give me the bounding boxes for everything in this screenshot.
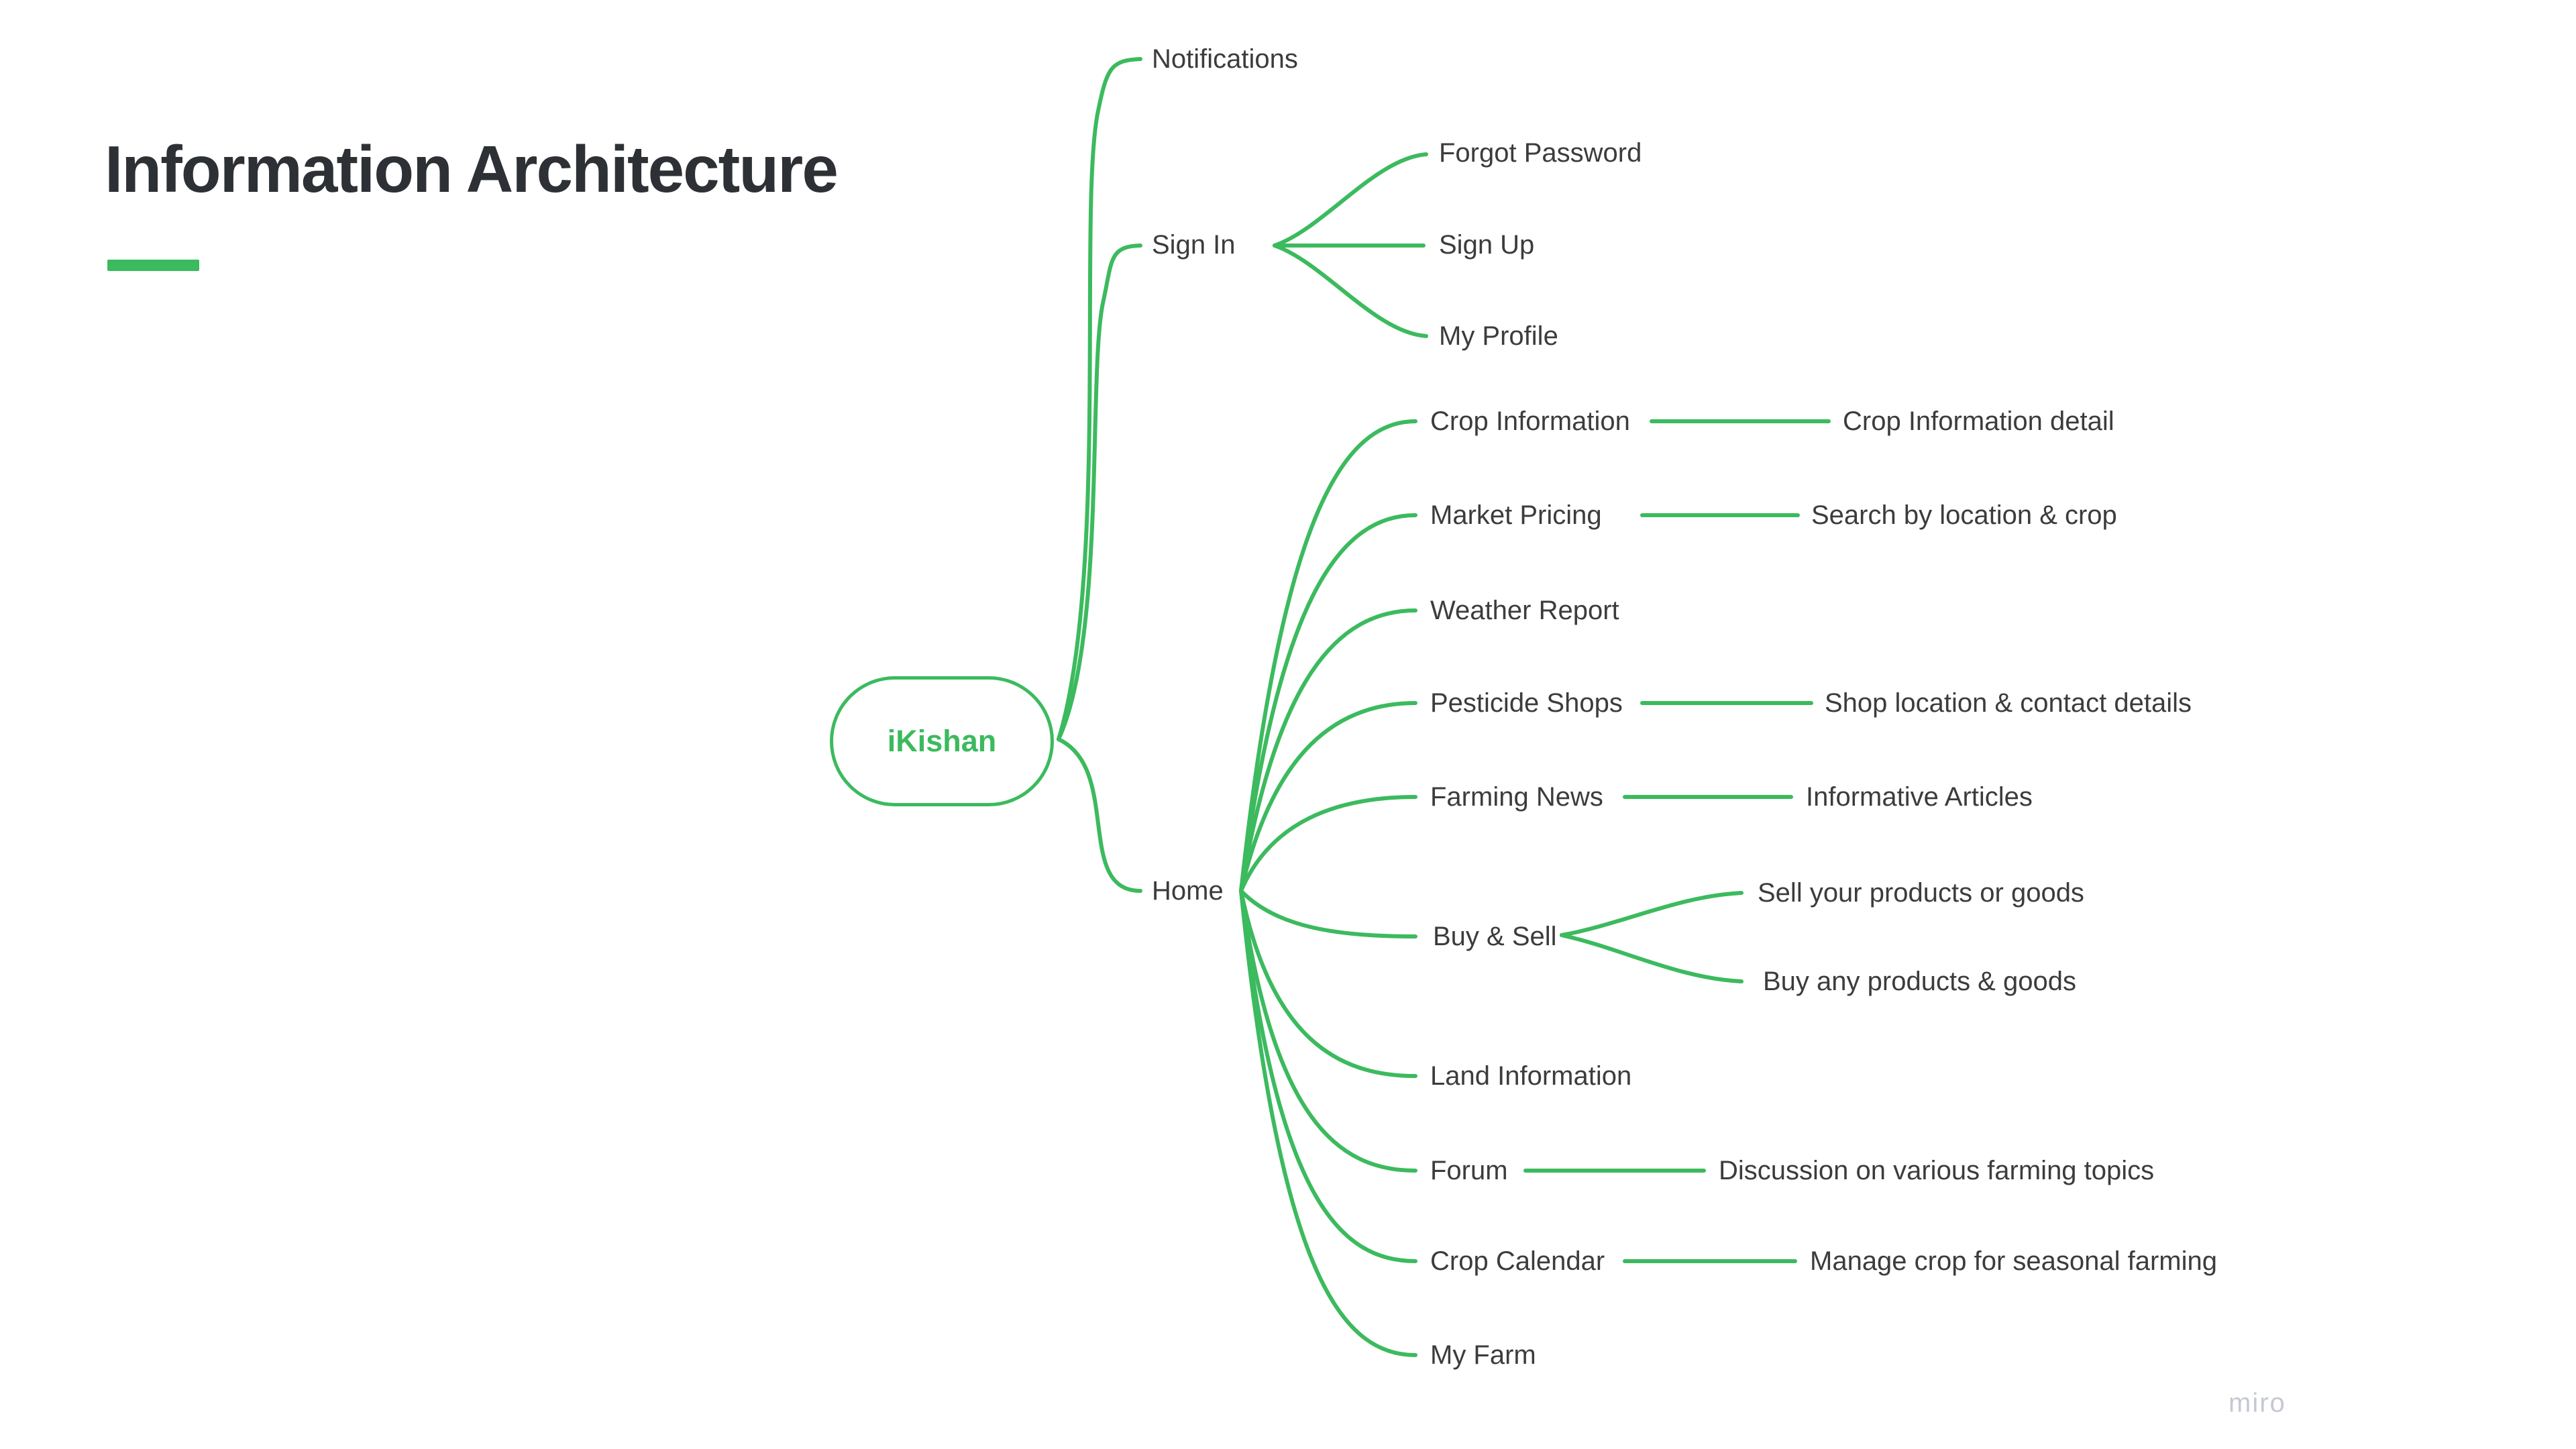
node-buy-any-products[interactable]: Buy any products & goods xyxy=(1763,967,2076,996)
edge-signin-my-profile xyxy=(1273,244,1428,338)
edge-home-crop-information xyxy=(1239,419,1417,893)
edge-home-pesticide-shops xyxy=(1239,701,1417,893)
node-buy-and-sell[interactable]: Buy & Sell xyxy=(1433,922,1557,951)
node-crop-information[interactable]: Crop Information xyxy=(1430,407,1630,436)
edge-home-market-pricing xyxy=(1239,513,1417,893)
edge-buysell-sell-products xyxy=(1560,891,1743,937)
title-underline-dash xyxy=(107,260,199,271)
node-sign-in[interactable]: Sign In xyxy=(1152,230,1236,260)
edge-home-land-information xyxy=(1239,889,1417,1078)
edge-buysell-buy-products xyxy=(1560,933,1743,983)
edge-home-forum xyxy=(1239,889,1417,1173)
node-my-profile[interactable]: My Profile xyxy=(1439,321,1558,351)
miro-watermark: miro xyxy=(2229,1388,2286,1418)
edge-root-sign-in xyxy=(1057,244,1142,741)
node-sell-your-products[interactable]: Sell your products or goods xyxy=(1758,878,2084,908)
node-weather-report[interactable]: Weather Report xyxy=(1430,596,1619,625)
node-market-pricing[interactable]: Market Pricing xyxy=(1430,500,1602,530)
node-shop-location-contact[interactable]: Shop location & contact details xyxy=(1825,688,2192,718)
node-my-farm[interactable]: My Farm xyxy=(1430,1340,1536,1370)
node-pesticide-shops[interactable]: Pesticide Shops xyxy=(1430,688,1623,718)
node-farming-news[interactable]: Farming News xyxy=(1430,782,1603,812)
node-manage-crop-seasonal[interactable]: Manage crop for seasonal farming xyxy=(1810,1246,2217,1276)
node-search-by-location-crop[interactable]: Search by location & crop xyxy=(1811,500,2117,530)
node-crop-calendar[interactable]: Crop Calendar xyxy=(1430,1246,1605,1276)
root-node-ikishan[interactable]: iKishan xyxy=(830,676,1054,806)
node-notifications[interactable]: Notifications xyxy=(1152,44,1298,74)
edge-root-home xyxy=(1057,737,1142,893)
node-home[interactable]: Home xyxy=(1152,876,1224,906)
node-informative-articles[interactable]: Informative Articles xyxy=(1806,782,2033,812)
node-land-information[interactable]: Land Information xyxy=(1430,1061,1632,1091)
node-forgot-password[interactable]: Forgot Password xyxy=(1439,138,1642,168)
edge-signin-forgot-password xyxy=(1273,152,1428,248)
edge-home-my-farm xyxy=(1239,889,1417,1357)
edge-home-farming-news xyxy=(1239,795,1417,893)
node-sign-up[interactable]: Sign Up xyxy=(1439,230,1535,260)
page-title: Information Architecture xyxy=(105,132,839,206)
root-node-label: iKishan xyxy=(887,724,997,758)
node-discussion-farming-topics[interactable]: Discussion on various farming topics xyxy=(1719,1156,2155,1185)
node-forum[interactable]: Forum xyxy=(1430,1156,1508,1185)
edge-root-notifications xyxy=(1057,57,1142,741)
edge-home-buy-sell xyxy=(1239,889,1417,938)
edge-home-weather-report xyxy=(1239,608,1417,893)
edge-home-crop-calendar xyxy=(1239,889,1417,1263)
node-crop-information-detail[interactable]: Crop Information detail xyxy=(1843,407,2114,436)
